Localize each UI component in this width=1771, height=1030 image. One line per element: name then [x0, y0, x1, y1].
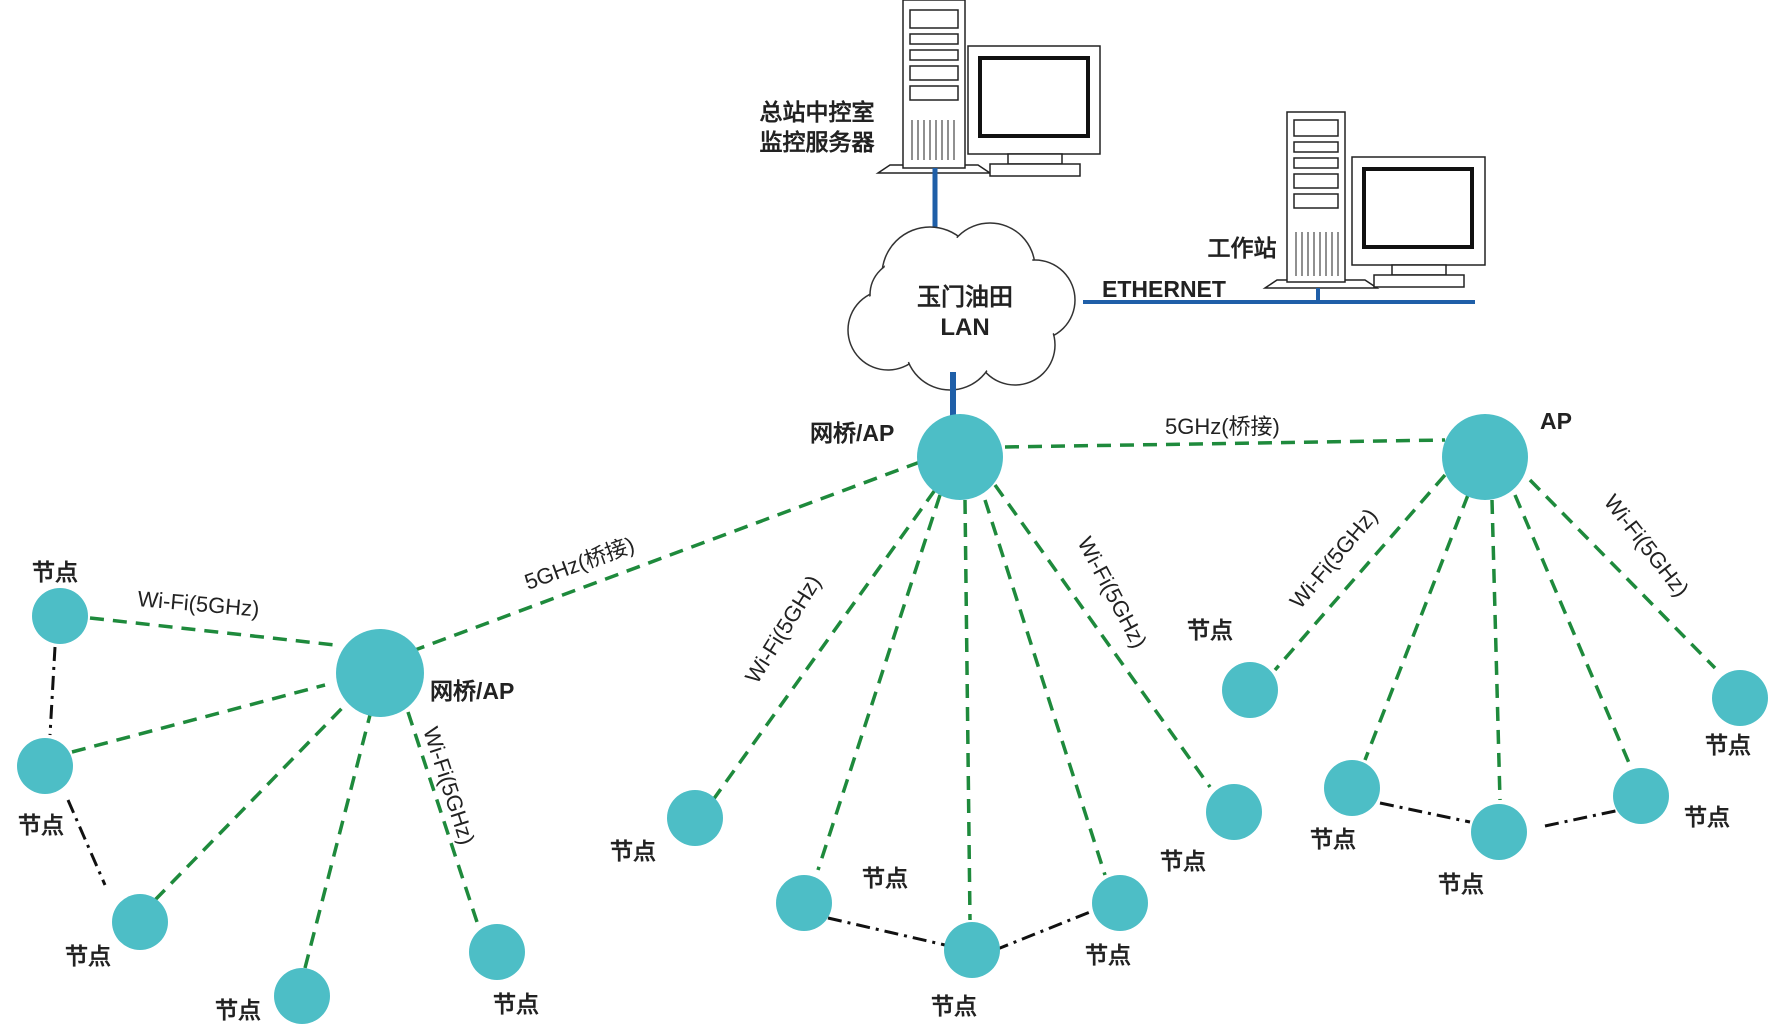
wifi-left-vertical-label: Wi-Fi(5GHz) [418, 724, 480, 848]
right-node-3[interactable] [1471, 804, 1527, 860]
cloud-label-line2: LAN [940, 314, 989, 341]
workstation-label: 工作站 [1208, 235, 1277, 261]
left-node-2[interactable] [17, 738, 73, 794]
right-node-4[interactable] [1613, 768, 1669, 824]
wireless-links [71, 438, 1717, 969]
bridge-link-right-label: 5GHz(桥接) [1165, 414, 1280, 439]
lan-cloud-icon [847, 222, 1076, 391]
wifi-center-right-label: Wi-Fi(5GHz) [1073, 533, 1152, 653]
right-node-4-label: 节点 [1684, 804, 1730, 830]
center-node-2[interactable] [776, 875, 832, 931]
ethernet-cable [1083, 288, 1475, 304]
right-node-5-label: 节点 [1705, 732, 1751, 758]
wifi-right-left-label: Wi-Fi(5GHz) [1285, 504, 1383, 614]
server-label-line1: 总站中控室 [760, 99, 875, 125]
wifi-left-top-label: Wi-Fi(5GHz) [137, 586, 261, 622]
center-node-4-label: 节点 [1085, 942, 1131, 968]
ethernet-label: ETHERNET [1102, 276, 1226, 302]
left-node-4[interactable] [274, 968, 330, 1024]
center-node-5[interactable] [1206, 784, 1262, 840]
center-node-3[interactable] [944, 922, 1000, 978]
central-bridge-node[interactable] [917, 414, 1003, 500]
server-label-line2: 监控服务器 [760, 129, 876, 155]
right-ap-node[interactable] [1442, 414, 1528, 500]
left-node-2-label: 节点 [18, 812, 64, 838]
right-ap-label: AP [1540, 408, 1572, 434]
left-node-4-label: 节点 [215, 997, 261, 1023]
center-node-1-label: 节点 [610, 838, 656, 864]
right-node-3-label: 节点 [1438, 871, 1484, 897]
central-bridge-label: 网桥/AP [810, 420, 894, 446]
monitoring-server-icon [875, 0, 1101, 177]
mesh-links [48, 646, 1621, 952]
wifi-center-left-label: Wi-Fi(5GHz) [740, 571, 826, 688]
wifi-right-right-label: Wi-Fi(5GHz) [1599, 490, 1694, 602]
right-node-1-label: 节点 [1187, 617, 1233, 643]
left-node-5-label: 节点 [493, 991, 539, 1017]
left-node-1-label: 节点 [32, 559, 78, 585]
center-node-3-label: 节点 [931, 993, 977, 1019]
left-bridge-node[interactable] [336, 629, 424, 717]
workstation-icon [1262, 111, 1486, 289]
left-node-1[interactable] [32, 588, 88, 644]
network-nodes [17, 414, 1768, 1024]
left-node-3-label: 节点 [65, 943, 111, 969]
center-node-4[interactable] [1092, 875, 1148, 931]
center-node-1[interactable] [667, 790, 723, 846]
left-node-3[interactable] [112, 894, 168, 950]
left-node-5[interactable] [469, 924, 525, 980]
right-node-5[interactable] [1712, 670, 1768, 726]
cloud-label-line1: 玉门油田 [917, 283, 1013, 311]
center-node-5-label: 节点 [1160, 848, 1206, 874]
right-node-1[interactable] [1222, 662, 1278, 718]
bridge-link-left-label: 5GHz(桥接) [521, 532, 638, 595]
right-node-2[interactable] [1324, 760, 1380, 816]
center-node-2-label: 节点 [862, 865, 908, 891]
right-node-2-label: 节点 [1310, 826, 1356, 852]
left-bridge-label: 网桥/AP [430, 678, 514, 704]
